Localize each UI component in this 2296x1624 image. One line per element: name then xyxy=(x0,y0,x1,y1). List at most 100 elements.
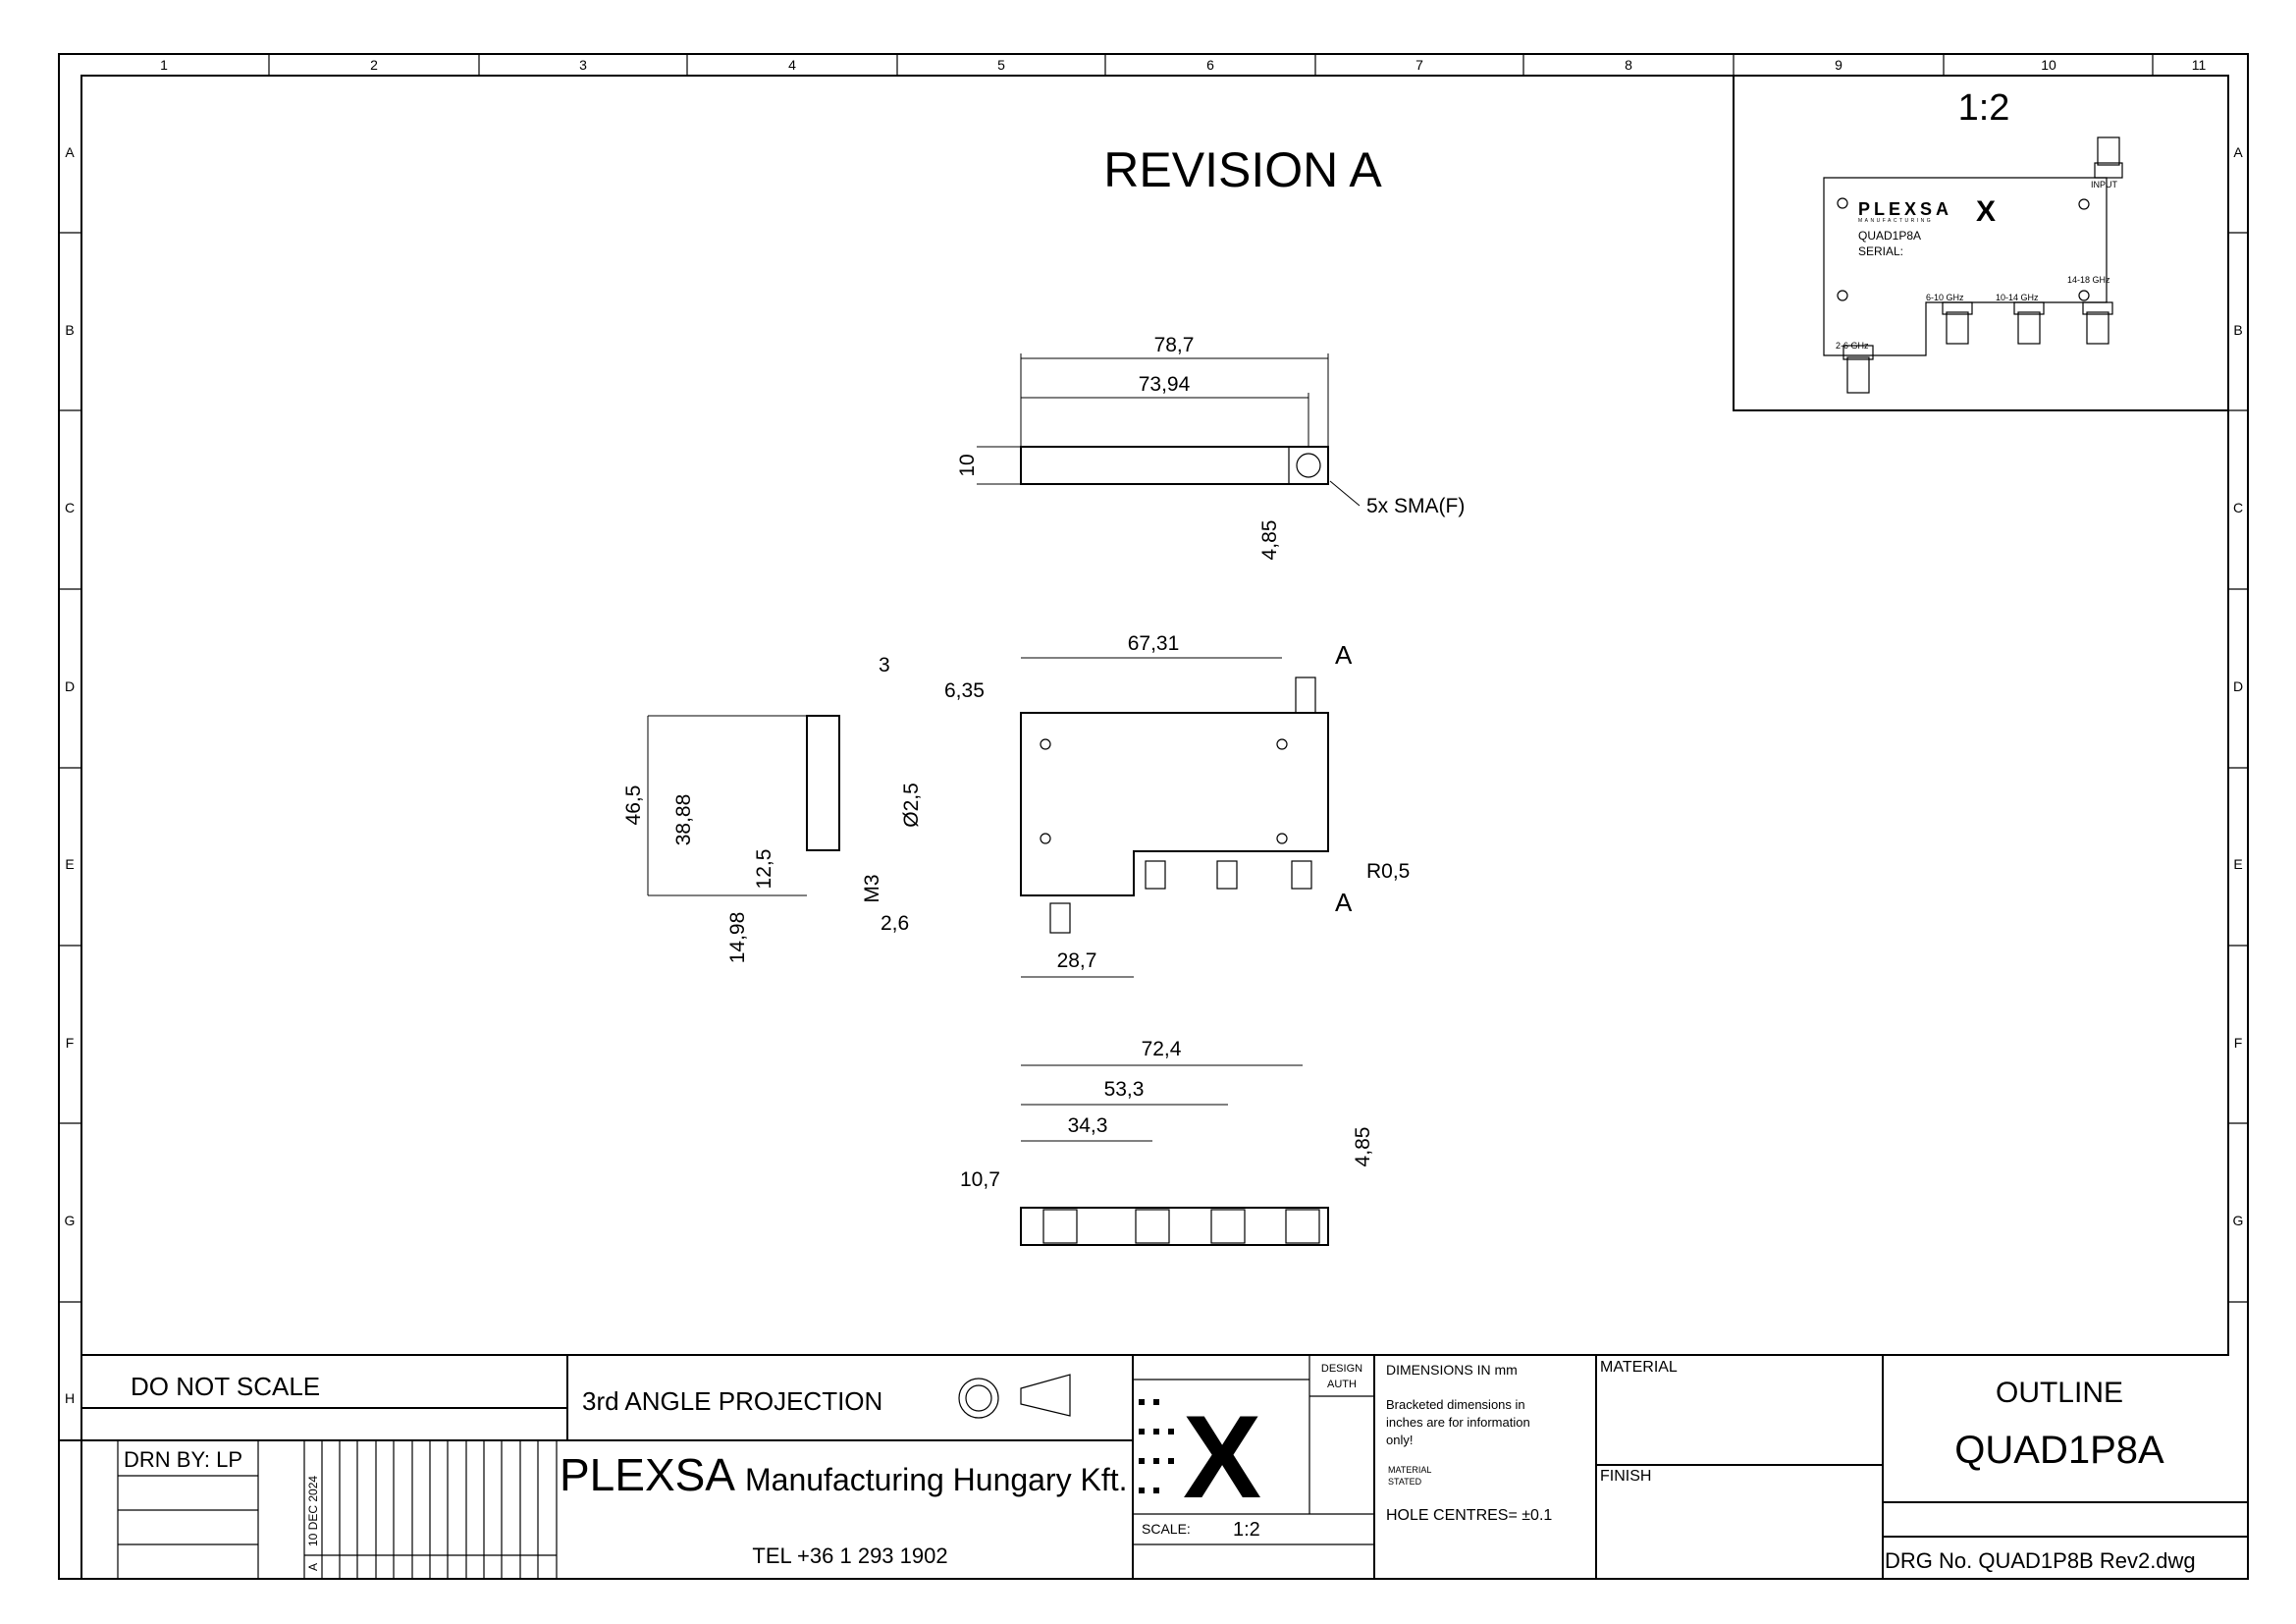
scale-label: SCALE: xyxy=(1142,1521,1191,1537)
col-2: 2 xyxy=(370,57,378,73)
col-7: 7 xyxy=(1415,57,1423,73)
bracket-note-3: only! xyxy=(1386,1433,1413,1447)
inset-model: QUAD1P8A xyxy=(1858,229,1921,243)
row-a: A xyxy=(65,144,75,160)
section-label-top: A xyxy=(1335,640,1353,670)
inset-isometric: 1:2 PLEXSA MANUFACTURING X QUAD1P8A SERI… xyxy=(1733,75,2229,411)
bracket-note-1: Bracketed dimensions in xyxy=(1386,1397,1525,1412)
company-rest: Manufacturing Hungary Kft. xyxy=(745,1462,1128,1497)
company-main: PLEXSA xyxy=(560,1449,735,1500)
row-g-right: G xyxy=(2233,1213,2244,1228)
revision-letter: A xyxy=(306,1563,320,1571)
row-e-right: E xyxy=(2233,856,2242,872)
dim-height: 10 xyxy=(956,454,979,476)
port-input: INPUT xyxy=(2091,180,2118,189)
row-d-right: D xyxy=(2233,678,2243,694)
row-f: F xyxy=(66,1035,75,1051)
material-stated-2: STATED xyxy=(1388,1477,1422,1487)
dim-side-offset: 2,6 xyxy=(881,912,909,935)
dim-sma-offset: 4,85 xyxy=(1258,520,1281,561)
title-block: DO NOT SCALE 3rd ANGLE PROJECTION DRN BY… xyxy=(59,1355,2248,1579)
row-markers: A B C D E F G H A B C D E F G xyxy=(59,144,2248,1406)
dim-side-bottom: 14,98 xyxy=(726,912,749,964)
dim-thread: M3 xyxy=(861,874,883,902)
dim-bottom-3: 34,3 xyxy=(1068,1114,1108,1137)
inset-brand-sub: MANUFACTURING xyxy=(1858,218,1933,224)
col-4: 4 xyxy=(788,57,796,73)
row-d: D xyxy=(65,678,75,694)
column-markers: 1 2 3 4 5 6 7 8 9 10 11 xyxy=(160,54,2206,76)
auth-label: AUTH xyxy=(1327,1379,1357,1390)
port-6-10: 6-10 GHz xyxy=(1926,293,1964,302)
row-c-right: C xyxy=(2233,500,2243,515)
dim-overall-width: 78,7 xyxy=(1154,334,1195,356)
front-view: 67,31 6,35 28,7 R0,5 A A xyxy=(944,632,1410,978)
bracket-note-2: inches are for information xyxy=(1386,1415,1530,1430)
port-14-18: 14-18 GHz xyxy=(2067,275,2110,285)
dim-radius: R0,5 xyxy=(1366,860,1410,883)
row-f-right: F xyxy=(2234,1035,2243,1051)
inset-scale: 1:2 xyxy=(1958,87,2010,129)
sma-note: 5x SMA(F) xyxy=(1366,495,1465,517)
drawing-title-2: QUAD1P8A xyxy=(1954,1429,2164,1472)
scale-value: 1:2 xyxy=(1233,1519,1260,1541)
dim-side-height: 46,5 xyxy=(622,785,645,826)
outer-frame xyxy=(58,53,2249,1580)
material-label: MATERIAL xyxy=(1600,1359,1678,1376)
dim-hole-dia: Ø2,5 xyxy=(900,783,923,828)
dim-bottom-2: 53,3 xyxy=(1104,1078,1145,1101)
side-section-view: 3 46,5 38,88 12,5 14,98 Ø2,5 M3 2,6 xyxy=(622,654,923,963)
row-g: G xyxy=(65,1213,76,1228)
material-stated-1: MATERIAL xyxy=(1388,1465,1431,1475)
row-c: C xyxy=(65,500,75,515)
company-name: PLEXSA Manufacturing Hungary Kft. xyxy=(560,1449,1128,1500)
row-e: E xyxy=(65,856,74,872)
inset-serial: SERIAL: xyxy=(1858,244,1903,258)
drawing-title-1: OUTLINE xyxy=(1996,1377,2123,1409)
col-8: 8 xyxy=(1625,57,1632,73)
dim-bottom-1: 72,4 xyxy=(1142,1038,1182,1060)
port-2-6: 2-6 GHz xyxy=(1836,341,1869,351)
dim-side-lower: 12,5 xyxy=(753,849,775,890)
col-6: 6 xyxy=(1206,57,1214,73)
revision-title: REVISION A xyxy=(1103,142,1382,197)
company-tel: TEL +36 1 293 1902 xyxy=(752,1543,947,1568)
projection-symbol-icon xyxy=(958,1374,1071,1419)
port-10-14: 10-14 GHz xyxy=(1996,293,2039,302)
inner-frame xyxy=(80,75,2229,1356)
dim-thickness: 3 xyxy=(879,654,890,677)
dim-hole-span: 67,31 xyxy=(1128,632,1180,655)
row-b-right: B xyxy=(2233,322,2242,338)
svg-text:X: X xyxy=(1183,1391,1261,1523)
drawn-by: DRN BY: LP xyxy=(124,1447,242,1472)
dim-notch-width: 28,7 xyxy=(1057,949,1097,972)
section-label-bottom: A xyxy=(1335,888,1353,917)
dim-bottom-5: 4,85 xyxy=(1352,1127,1374,1167)
finish-label: FINISH xyxy=(1600,1468,1651,1485)
row-h: H xyxy=(65,1390,75,1406)
col-10: 10 xyxy=(2041,57,2056,73)
do-not-scale: DO NOT SCALE xyxy=(131,1372,320,1401)
col-1: 1 xyxy=(160,57,168,73)
col-9: 9 xyxy=(1835,57,1842,73)
revision-date: 10 DEC 2024 xyxy=(306,1476,320,1546)
col-5: 5 xyxy=(997,57,1005,73)
col-3: 3 xyxy=(579,57,587,73)
dim-side-hole-span: 38,88 xyxy=(672,794,695,846)
hole-centres: HOLE CENTRES= ±0.1 xyxy=(1386,1507,1552,1524)
row-a-right: A xyxy=(2233,144,2243,160)
dim-sma-position: 73,94 xyxy=(1139,373,1191,396)
dim-hole-offset: 6,35 xyxy=(944,679,985,702)
dimensions-note: DIMENSIONS IN mm xyxy=(1386,1362,1518,1378)
drawing-number: DRG No. QUAD1P8B Rev2.dwg xyxy=(1885,1548,2196,1573)
top-view: 78,7 73,94 10 4,85 5x SMA(F) xyxy=(956,334,1465,560)
dim-bottom-4: 10,7 xyxy=(960,1168,1000,1191)
plexsa-logo: X xyxy=(1139,1391,1261,1523)
design-label: DESIGN xyxy=(1321,1363,1362,1375)
bottom-view: 72,4 53,3 34,3 10,7 4,85 xyxy=(960,1038,1374,1246)
col-11: 11 xyxy=(2192,57,2207,73)
projection-label: 3rd ANGLE PROJECTION xyxy=(582,1386,882,1416)
inset-brand: PLEXSA xyxy=(1858,199,1952,219)
inset-logo-x: X xyxy=(1976,195,1996,228)
